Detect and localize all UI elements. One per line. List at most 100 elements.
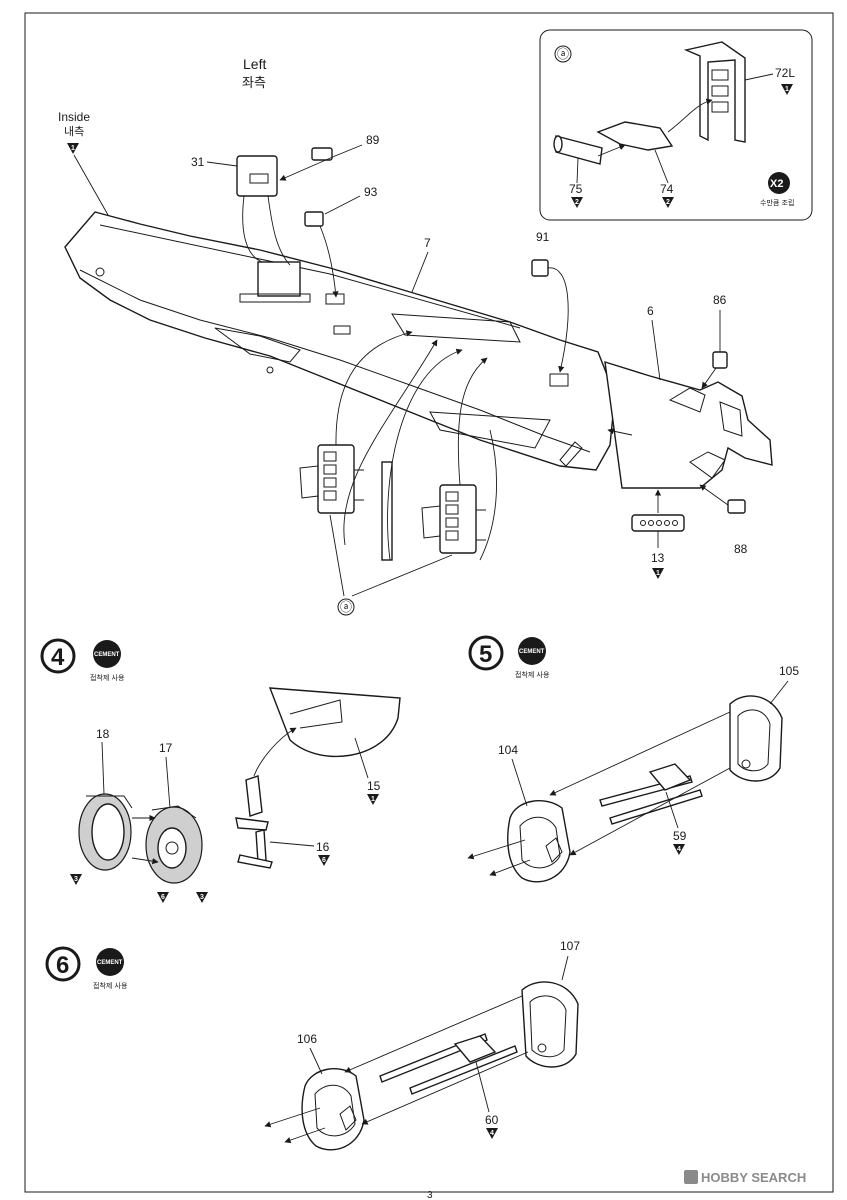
- left-label: Left: [243, 56, 266, 72]
- cement-caption: 접착제 사용: [515, 670, 550, 679]
- page-number: 3: [427, 1190, 433, 1200]
- cement-icon: CEMENT: [518, 637, 546, 665]
- step-6: 6 CEMENT 접착제 사용 107 60 4 10: [45, 939, 580, 1151]
- sprue-triangle-icon: 4: [673, 844, 685, 855]
- part-75: [553, 135, 603, 165]
- sprue-triangle-icon: 2: [571, 197, 583, 208]
- part-label-75: 75: [569, 182, 583, 196]
- part-label-104: 104: [498, 743, 518, 757]
- svg-text:4: 4: [677, 846, 681, 853]
- step-number-5: 5: [468, 635, 504, 671]
- part-label-31: 31: [191, 155, 205, 169]
- sprue-triangle-icon: 1: [781, 84, 793, 95]
- part-label-16: 16: [316, 840, 330, 854]
- part-106-front-housing: [301, 1068, 365, 1151]
- svg-text:6: 6: [161, 894, 165, 901]
- part-107-rear-housing: [521, 981, 579, 1068]
- svg-text:1: 1: [785, 86, 789, 93]
- part-15-bulkhead: [268, 687, 401, 758]
- part-label-107: 107: [560, 939, 580, 953]
- cement-icon: CEMENT: [96, 948, 124, 976]
- part-label-93: 93: [364, 185, 378, 199]
- hobby-search-watermark: HOBBY SEARCH: [684, 1170, 806, 1185]
- svg-text:6: 6: [56, 952, 69, 979]
- part-label-72l: 72L: [775, 66, 795, 80]
- subassembly-a-right: [421, 484, 486, 554]
- part-label-7: 7: [424, 236, 431, 250]
- part-label-13: 13: [651, 551, 665, 565]
- part-91: [531, 259, 549, 277]
- callout-a-marker: ⓐ: [337, 598, 355, 616]
- part-label-86: 86: [713, 293, 727, 307]
- svg-text:X2: X2: [770, 178, 783, 190]
- inset-a-frame: [539, 29, 813, 221]
- part-label-74: 74: [660, 182, 674, 196]
- svg-text:ⓐ: ⓐ: [340, 600, 352, 614]
- part-86: [712, 351, 728, 369]
- svg-text:HOBBY SEARCH: HOBBY SEARCH: [701, 1170, 806, 1185]
- svg-text:3: 3: [74, 876, 78, 883]
- part-label-89: 89: [366, 133, 380, 147]
- part-60-linkage: [379, 1033, 518, 1095]
- part-31: [236, 155, 291, 266]
- sprue-triangle-icon: 2: [662, 197, 674, 208]
- fuselage-half-part-7: [64, 211, 616, 471]
- part-13: [631, 514, 685, 532]
- inset-a-marker: ⓐ: [554, 45, 572, 63]
- part-89: [311, 147, 333, 161]
- part-label-60: 60: [485, 1113, 499, 1127]
- part-label-15: 15: [367, 779, 381, 793]
- part-label-18: 18: [96, 727, 110, 741]
- part-105-rear-housing: [729, 695, 783, 782]
- inside-label-ko: 내측: [64, 125, 84, 138]
- times-caption: 수만큼 조립: [760, 198, 794, 207]
- svg-text:3: 3: [200, 894, 204, 901]
- step-5: 5 CEMENT 접착제 사용 105 59 4 10: [467, 635, 799, 883]
- svg-text:CEMENT: CEMENT: [519, 649, 545, 655]
- part-label-59: 59: [673, 829, 687, 843]
- part-93: [304, 211, 324, 227]
- part-label-17: 17: [159, 741, 173, 755]
- sprue-triangle-icon: 6: [318, 855, 330, 866]
- svg-text:4: 4: [51, 644, 65, 671]
- svg-text:5: 5: [479, 641, 492, 668]
- svg-text:2: 2: [575, 199, 579, 206]
- part-59-linkage: [599, 763, 703, 825]
- cement-icon: CEMENT: [93, 640, 121, 668]
- part-74: [596, 121, 674, 151]
- cement-caption: 접착제 사용: [90, 673, 125, 682]
- part-72l: [683, 41, 746, 143]
- sprue-triangle-icon: 1: [652, 568, 664, 579]
- svg-text:1: 1: [371, 796, 375, 803]
- inset-a: ⓐ 72L 1 75 2 74 2: [539, 29, 813, 221]
- step-number-4: 4: [40, 638, 76, 674]
- svg-text:1: 1: [656, 570, 660, 577]
- sprue-triangle-icon: 1: [367, 794, 379, 805]
- part-17-wheel: [145, 805, 203, 884]
- part-6: [604, 361, 773, 489]
- part-label-105: 105: [779, 664, 799, 678]
- part-18-tire: [78, 793, 133, 871]
- page-frame: [24, 12, 834, 1193]
- sprue-triangle-icon: 3: [70, 874, 82, 885]
- part-16-crank: [235, 775, 273, 869]
- svg-text:1: 1: [71, 145, 75, 152]
- step-4: 4 CEMENT 접착제 사용 18 3 17 6: [40, 638, 401, 903]
- part-label-88: 88: [734, 542, 748, 556]
- sprue-triangle-icon: 6: [157, 892, 169, 903]
- svg-text:ⓐ: ⓐ: [557, 47, 569, 61]
- sprue-triangle-icon: 3: [196, 892, 208, 903]
- svg-text:CEMENT: CEMENT: [97, 960, 123, 966]
- sprue-triangle-icon: 4: [486, 1128, 498, 1139]
- sprue-triangle-icon: 1: [67, 143, 79, 154]
- part-label-6: 6: [647, 304, 654, 318]
- fuselage-section: Left 좌측 Inside 내측 1: [58, 56, 773, 616]
- svg-text:4: 4: [490, 1130, 494, 1137]
- cement-caption: 접착제 사용: [93, 981, 128, 990]
- part-label-106: 106: [297, 1032, 317, 1046]
- part-88: [727, 499, 746, 514]
- step-number-6: 6: [45, 946, 81, 982]
- times-two-badge: X2: [768, 172, 790, 194]
- left-label-ko: 좌측: [242, 76, 266, 91]
